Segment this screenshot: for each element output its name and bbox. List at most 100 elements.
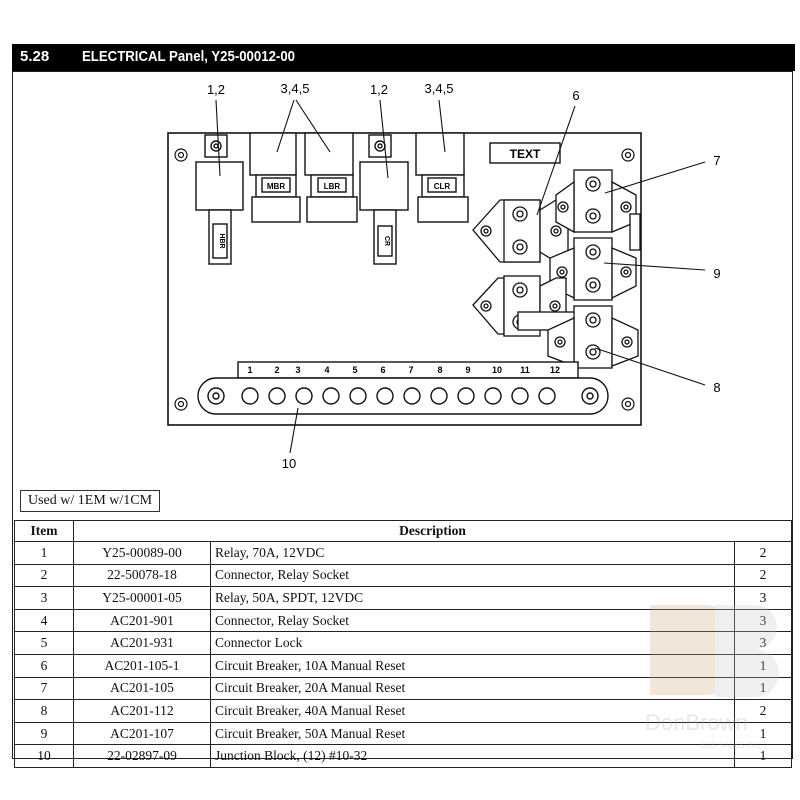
row-quantity: 2 — [734, 699, 792, 723]
label-clr: CLR — [434, 182, 451, 191]
callout-connector-right: 3,4,5 — [425, 81, 454, 96]
terminal-number: 6 — [380, 365, 385, 375]
row-quantity: 3 — [734, 608, 792, 633]
row-part-number: AC201-112 — [73, 699, 211, 723]
terminal-number: 11 — [520, 365, 530, 375]
row-part-number: 22-02897-09 — [73, 744, 211, 768]
row-part-number: AC201-105-1 — [73, 653, 211, 678]
row-item-number: 3 — [14, 586, 74, 610]
callout-connector-left: 3,4,5 — [281, 81, 310, 96]
connector-lbr — [304, 132, 358, 223]
row-item-number: 6 — [14, 653, 74, 678]
relay-hbr — [195, 134, 244, 265]
row-quantity: 3 — [734, 586, 792, 610]
row-quantity: 1 — [734, 676, 792, 701]
breaker-8-left — [472, 275, 607, 337]
row-quantity: 2 — [734, 541, 792, 565]
row-part-number: AC201-107 — [73, 721, 211, 746]
row-description: Relay, 70A, 12VDC — [210, 541, 735, 565]
callout-breaker-6: 6 — [572, 88, 579, 103]
callout-leaders — [215, 99, 706, 454]
terminal-number: 3 — [295, 365, 300, 375]
section-number: 5.28 — [20, 48, 50, 65]
row-description: Connector Lock — [210, 631, 735, 655]
row-part-number: AC201-105 — [73, 676, 211, 701]
terminal-number: 4 — [324, 365, 329, 375]
callout-labels: 1,2 3,4,5 1,2 3,4,5 6 7 9 8 10 — [207, 81, 721, 471]
callout-relay-right: 1,2 — [370, 82, 388, 97]
row-item-number: 5 — [14, 631, 74, 655]
relay-cr — [359, 134, 409, 265]
section-header: 5.28 ELECTRICAL Panel, Y25-00012-00 — [12, 44, 795, 71]
row-quantity: 1 — [734, 653, 792, 678]
breaker-9 — [549, 237, 637, 301]
terminal-number: 10 — [492, 365, 502, 375]
row-description: Circuit Breaker, 10A Manual Reset — [210, 653, 735, 678]
row-item-number: 8 — [14, 699, 74, 723]
callout-relay-left: 1,2 — [207, 82, 225, 97]
breaker-8 — [547, 305, 639, 369]
row-quantity: 1 — [734, 744, 792, 768]
row-quantity: 2 — [734, 563, 792, 588]
terminal-numbers: 1 2 3 4 5 6 7 8 9 10 11 12 — [247, 365, 560, 375]
row-part-number: 22-50078-18 — [73, 563, 211, 588]
table-header-row: Item Description — [14, 520, 792, 542]
breaker-7 — [555, 169, 641, 251]
row-part-number: Y25-00089-00 — [73, 541, 211, 565]
row-part-number: AC201-901 — [73, 608, 211, 633]
row-description: Circuit Breaker, 50A Manual Reset — [210, 721, 735, 746]
callout-breaker-8: 8 — [713, 380, 720, 395]
row-description: Relay, 50A, SPDT, 12VDC — [210, 586, 735, 610]
row-description: Circuit Breaker, 20A Manual Reset — [210, 676, 735, 701]
connector-clr — [415, 132, 469, 223]
terminal-number: 8 — [437, 365, 442, 375]
terminal-number: 7 — [408, 365, 413, 375]
label-mbr: MBR — [267, 182, 285, 191]
section-title: ELECTRICAL Panel, Y25-00012-00 — [82, 48, 296, 65]
electrical-panel-diagram: HBR MBR LBR CR CLR TEXT — [167, 81, 721, 471]
terminal-number: 2 — [274, 365, 279, 375]
terminal-number: 1 — [247, 365, 252, 375]
callout-breaker-9: 9 — [713, 266, 720, 281]
row-item-number: 2 — [14, 563, 74, 588]
callout-breaker-7: 7 — [713, 153, 720, 168]
label-lbr: LBR — [324, 182, 341, 191]
column-header-item: Item — [14, 520, 74, 542]
corner-screw-icon — [174, 148, 635, 411]
callout-junction-10: 10 — [282, 456, 296, 471]
column-header-description: Description — [73, 520, 792, 542]
text-label-box — [489, 142, 561, 164]
row-item-number: 7 — [14, 676, 74, 701]
row-item-number: 1 — [14, 541, 74, 565]
row-description: Connector, Relay Socket — [210, 563, 735, 588]
connector-mbr — [249, 132, 301, 223]
row-quantity: 3 — [734, 631, 792, 655]
row-item-number: 10 — [14, 744, 74, 768]
terminal-number: 5 — [352, 365, 357, 375]
row-item-number: 4 — [14, 608, 74, 633]
junction-block — [197, 361, 609, 415]
row-part-number: Y25-00001-05 — [73, 586, 211, 610]
row-quantity: 1 — [734, 721, 792, 746]
row-description: Junction Block, (12) #10-32 — [210, 744, 735, 768]
label-hbr: HBR — [218, 233, 225, 248]
row-item-number: 9 — [14, 721, 74, 746]
row-part-number: AC201-931 — [73, 631, 211, 655]
terminal-number: 9 — [465, 365, 470, 375]
label-cr: CR — [383, 236, 390, 246]
used-with-label: Used w/ 1EM w/1CM — [20, 490, 161, 512]
terminal-number: 12 — [550, 365, 560, 375]
row-description: Connector, Relay Socket — [210, 608, 735, 633]
